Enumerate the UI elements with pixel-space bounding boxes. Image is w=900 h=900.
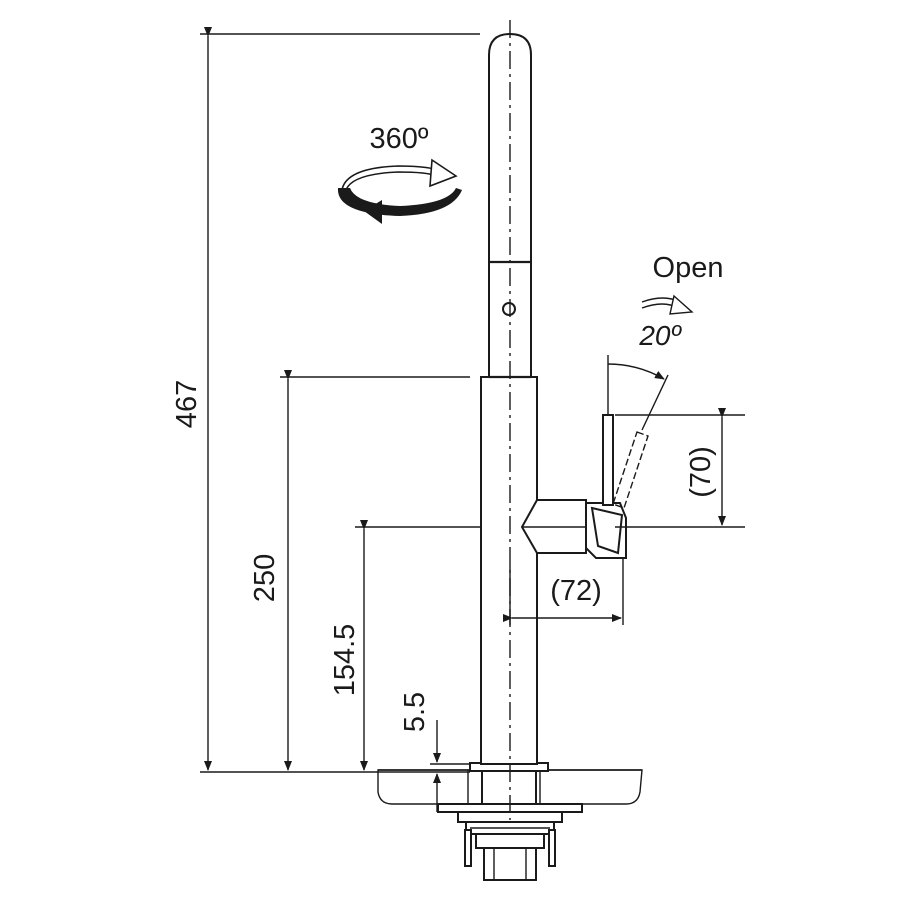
- dimension-250: 250: [249, 370, 292, 771]
- rotation-arrow-icon: [337, 158, 462, 224]
- mounting-assembly: [437, 762, 583, 881]
- dimension-label-250: 250: [249, 554, 281, 602]
- open-arrow-icon: [641, 294, 694, 315]
- rotation-label: 360º: [370, 123, 429, 155]
- dimension-70: (70): [685, 408, 726, 526]
- open-label: Open: [653, 252, 724, 284]
- dimension-154-5: 154.5: [329, 520, 368, 771]
- angle-arc: [607, 363, 665, 380]
- open-angle-label: 20º: [638, 320, 682, 351]
- dimension-label-467: 467: [171, 380, 203, 428]
- open-annotation: Open 20º: [638, 252, 723, 351]
- lever-open: [612, 431, 649, 509]
- dimension-label-70: (70): [685, 446, 717, 498]
- lever-handle: [520, 355, 669, 559]
- dimension-label-154-5: 154.5: [329, 624, 361, 697]
- spray-button: [502, 302, 516, 316]
- dimension-467: 467: [171, 27, 212, 771]
- dimension-72: (72): [503, 575, 622, 622]
- extension-lines: [200, 33, 745, 773]
- lever-closed: [602, 414, 614, 506]
- rotation-annotation: 360º: [337, 123, 462, 224]
- dimension-label-72: (72): [550, 575, 602, 607]
- faucet-column: [480, 376, 538, 765]
- dimension-label-5-5: 5.5: [399, 692, 431, 732]
- dimension-5-5: 5.5: [399, 692, 470, 812]
- faucet-body: [480, 20, 538, 820]
